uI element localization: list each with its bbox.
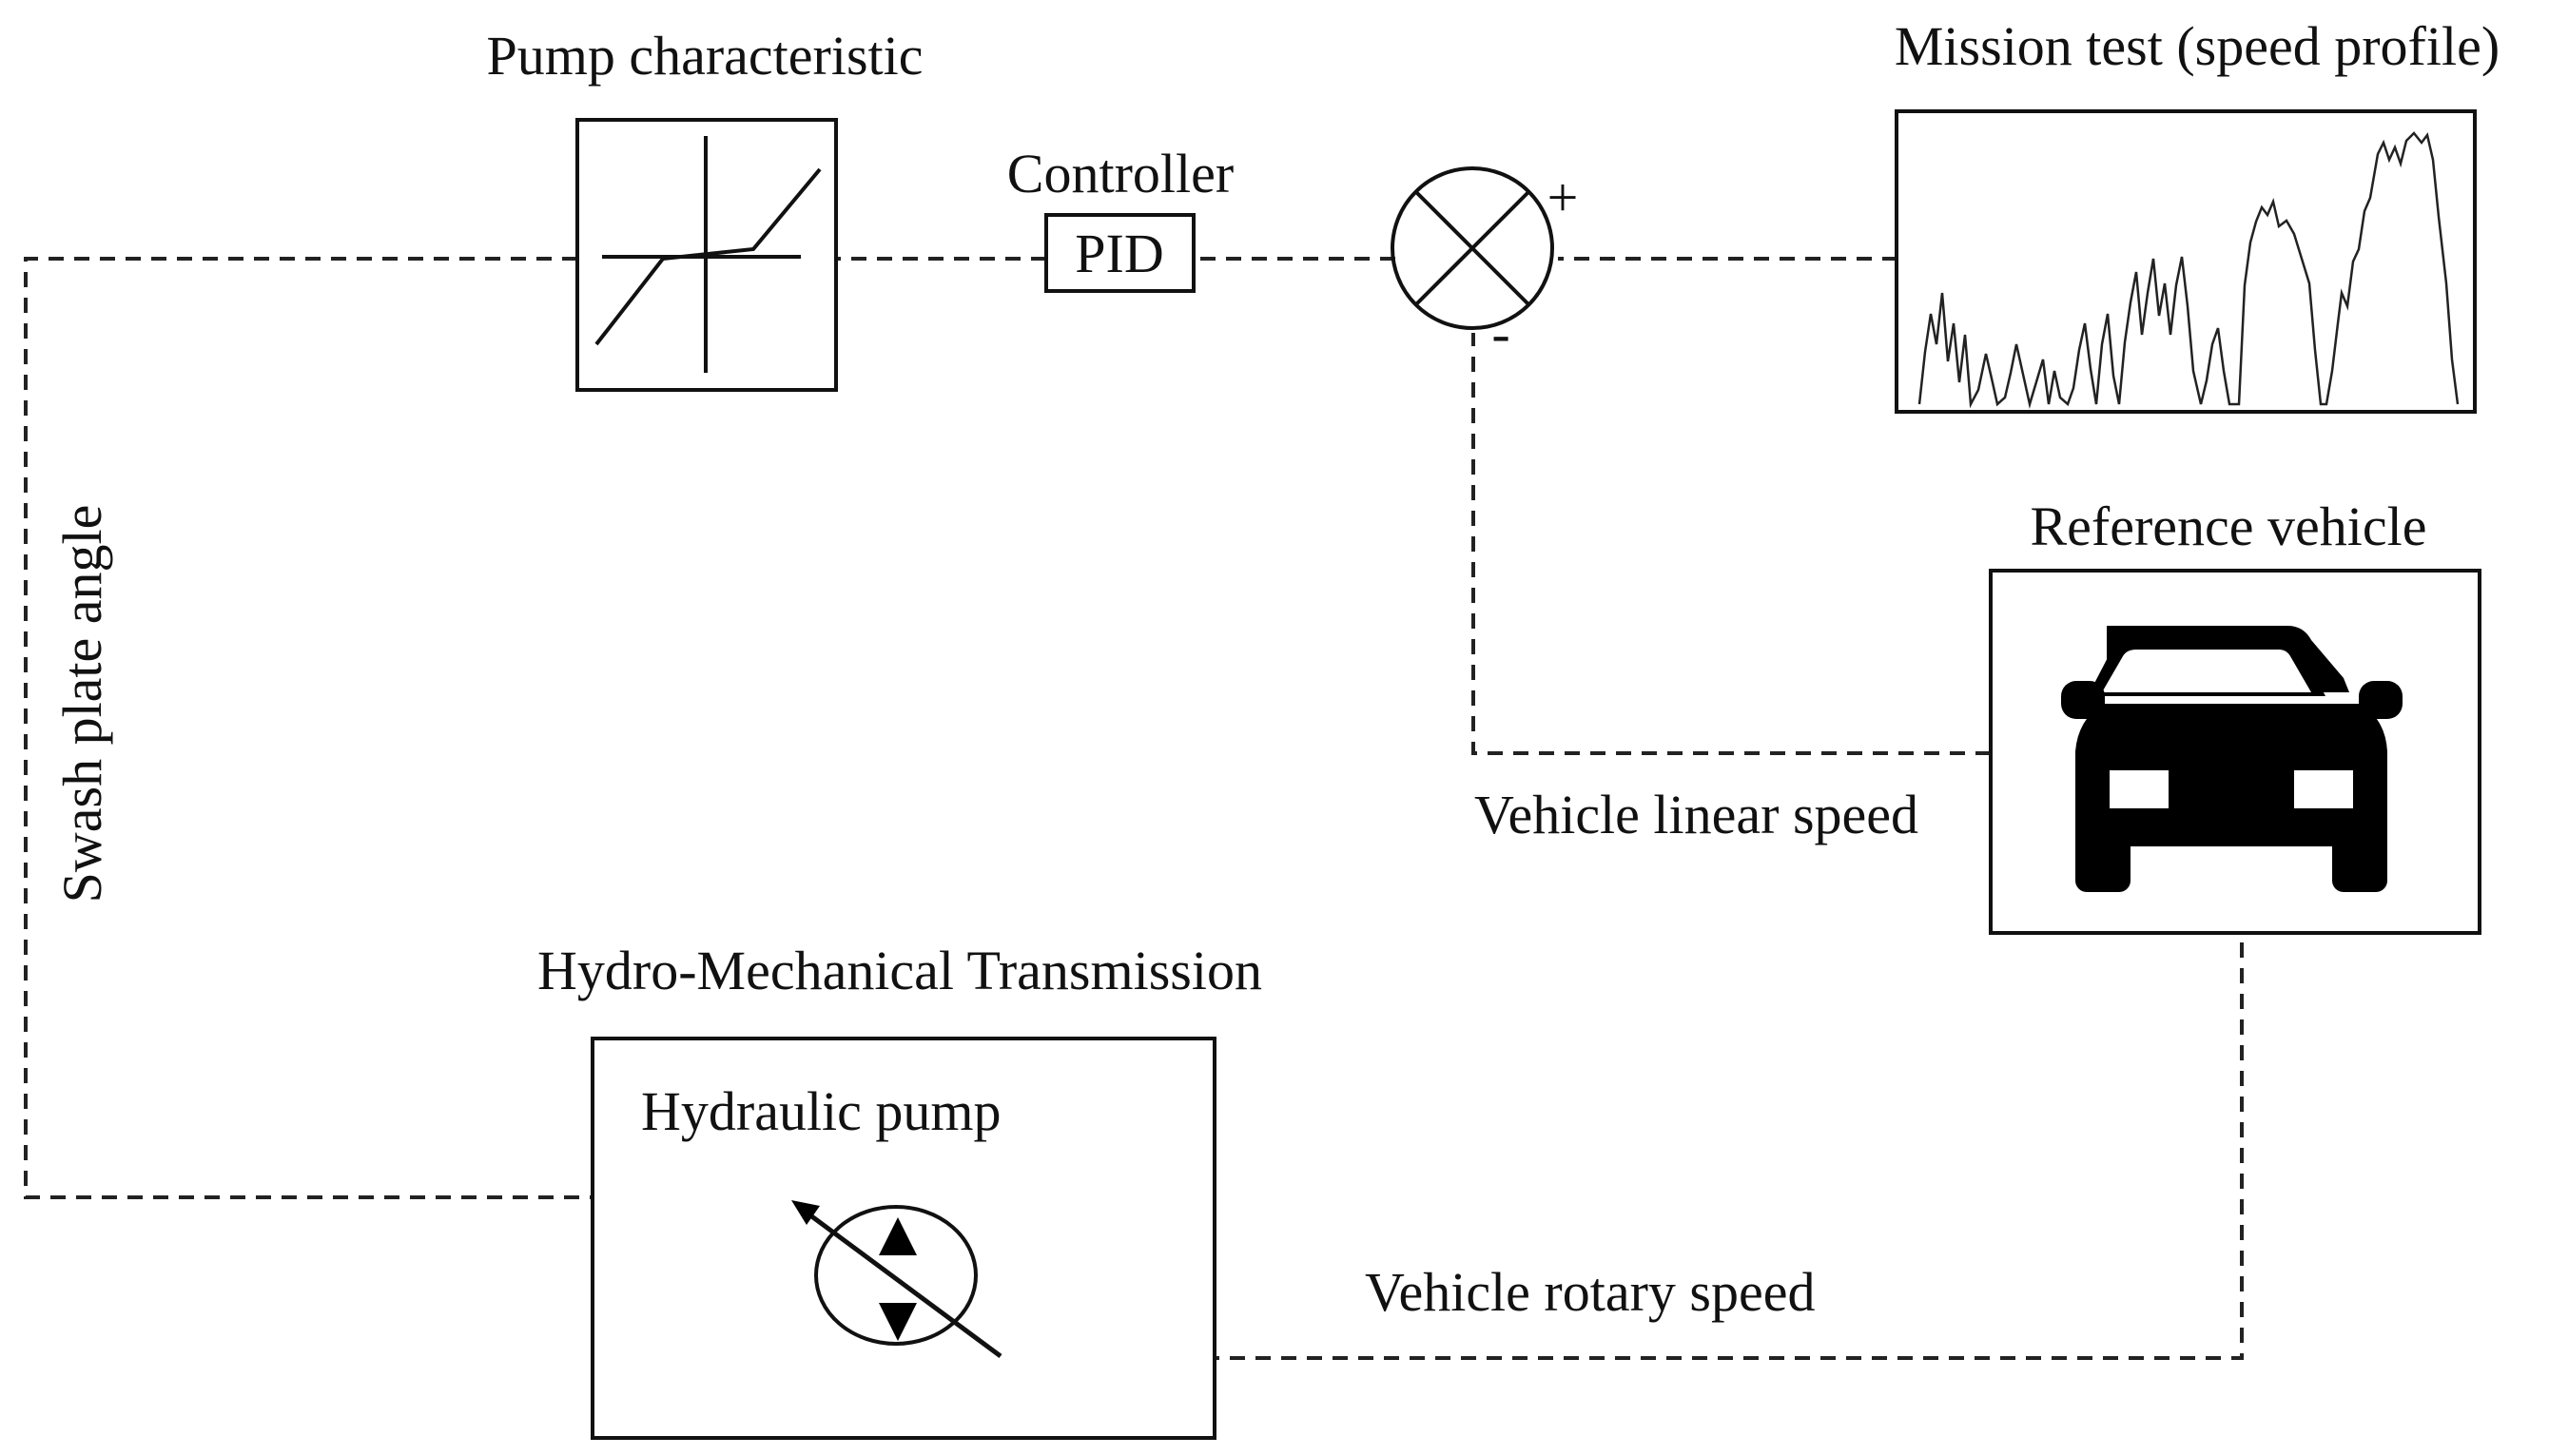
summing-junction-cross-b: [1414, 190, 1530, 306]
pump-triangle-down: [879, 1303, 917, 1341]
minus-sign: -: [1491, 302, 1509, 364]
plus-sign: +: [1547, 166, 1579, 228]
swash-plate-angle-label: Swash plate angle: [51, 505, 113, 903]
summing-junction-circle: [1391, 166, 1554, 330]
car-wheel-right: [2332, 827, 2387, 892]
pump-variable-arrow-shaft: [801, 1207, 1002, 1359]
vehicle-rotary-speed-line: [999, 937, 2244, 1360]
vehicle-linear-speed-label: Vehicle linear speed: [1474, 784, 1918, 845]
reference-vehicle-title: Reference vehicle: [2031, 495, 2427, 557]
characteristic-curve: [594, 167, 822, 346]
vehicle-rotary-speed-label: Vehicle rotary speed: [1365, 1261, 1815, 1323]
car-windshield: [2102, 650, 2311, 692]
car-mirror-right: [2359, 681, 2403, 719]
car-headlight-right: [2294, 770, 2353, 808]
reference-vehicle-block: Reference vehicle: [1989, 495, 2481, 935]
controller-block: Controller PID: [1007, 143, 1234, 293]
pump-characteristic-block: Pump characteristic: [487, 25, 924, 392]
pid-box: [1044, 213, 1196, 293]
mission-test-box: [1895, 109, 2477, 414]
car-headlight-left: [2110, 770, 2169, 808]
hmt-title: Hydro-Mechanical Transmission: [537, 940, 1262, 1001]
pump-characteristic-title: Pump characteristic: [487, 25, 924, 87]
variable-displacement-pump-icon: [791, 1200, 1002, 1359]
car-body: [2075, 704, 2387, 846]
signal-lines: [24, 257, 2244, 1360]
car-icon: [2061, 626, 2403, 892]
pid-label: PID: [1075, 223, 1163, 284]
speed-profile-trace: [1917, 131, 2460, 409]
car-mirror-left: [2061, 681, 2105, 719]
summing-junction-icon: + -: [1391, 166, 1579, 364]
hmt-block: Hydro-Mechanical Transmission Hydraulic …: [537, 940, 1262, 1440]
vehicle-linear-speed-line: [1471, 333, 1991, 755]
pump-variable-arrow-head: [791, 1200, 820, 1225]
car-wheel-left: [2075, 827, 2131, 892]
hydraulic-pump-label: Hydraulic pump: [641, 1080, 1002, 1142]
mission-test-title: Mission test (speed profile): [1895, 15, 2500, 77]
pump-triangle-up: [879, 1217, 917, 1255]
mission-test-block: Mission test (speed profile): [1895, 15, 2500, 414]
controller-title: Controller: [1007, 143, 1234, 204]
